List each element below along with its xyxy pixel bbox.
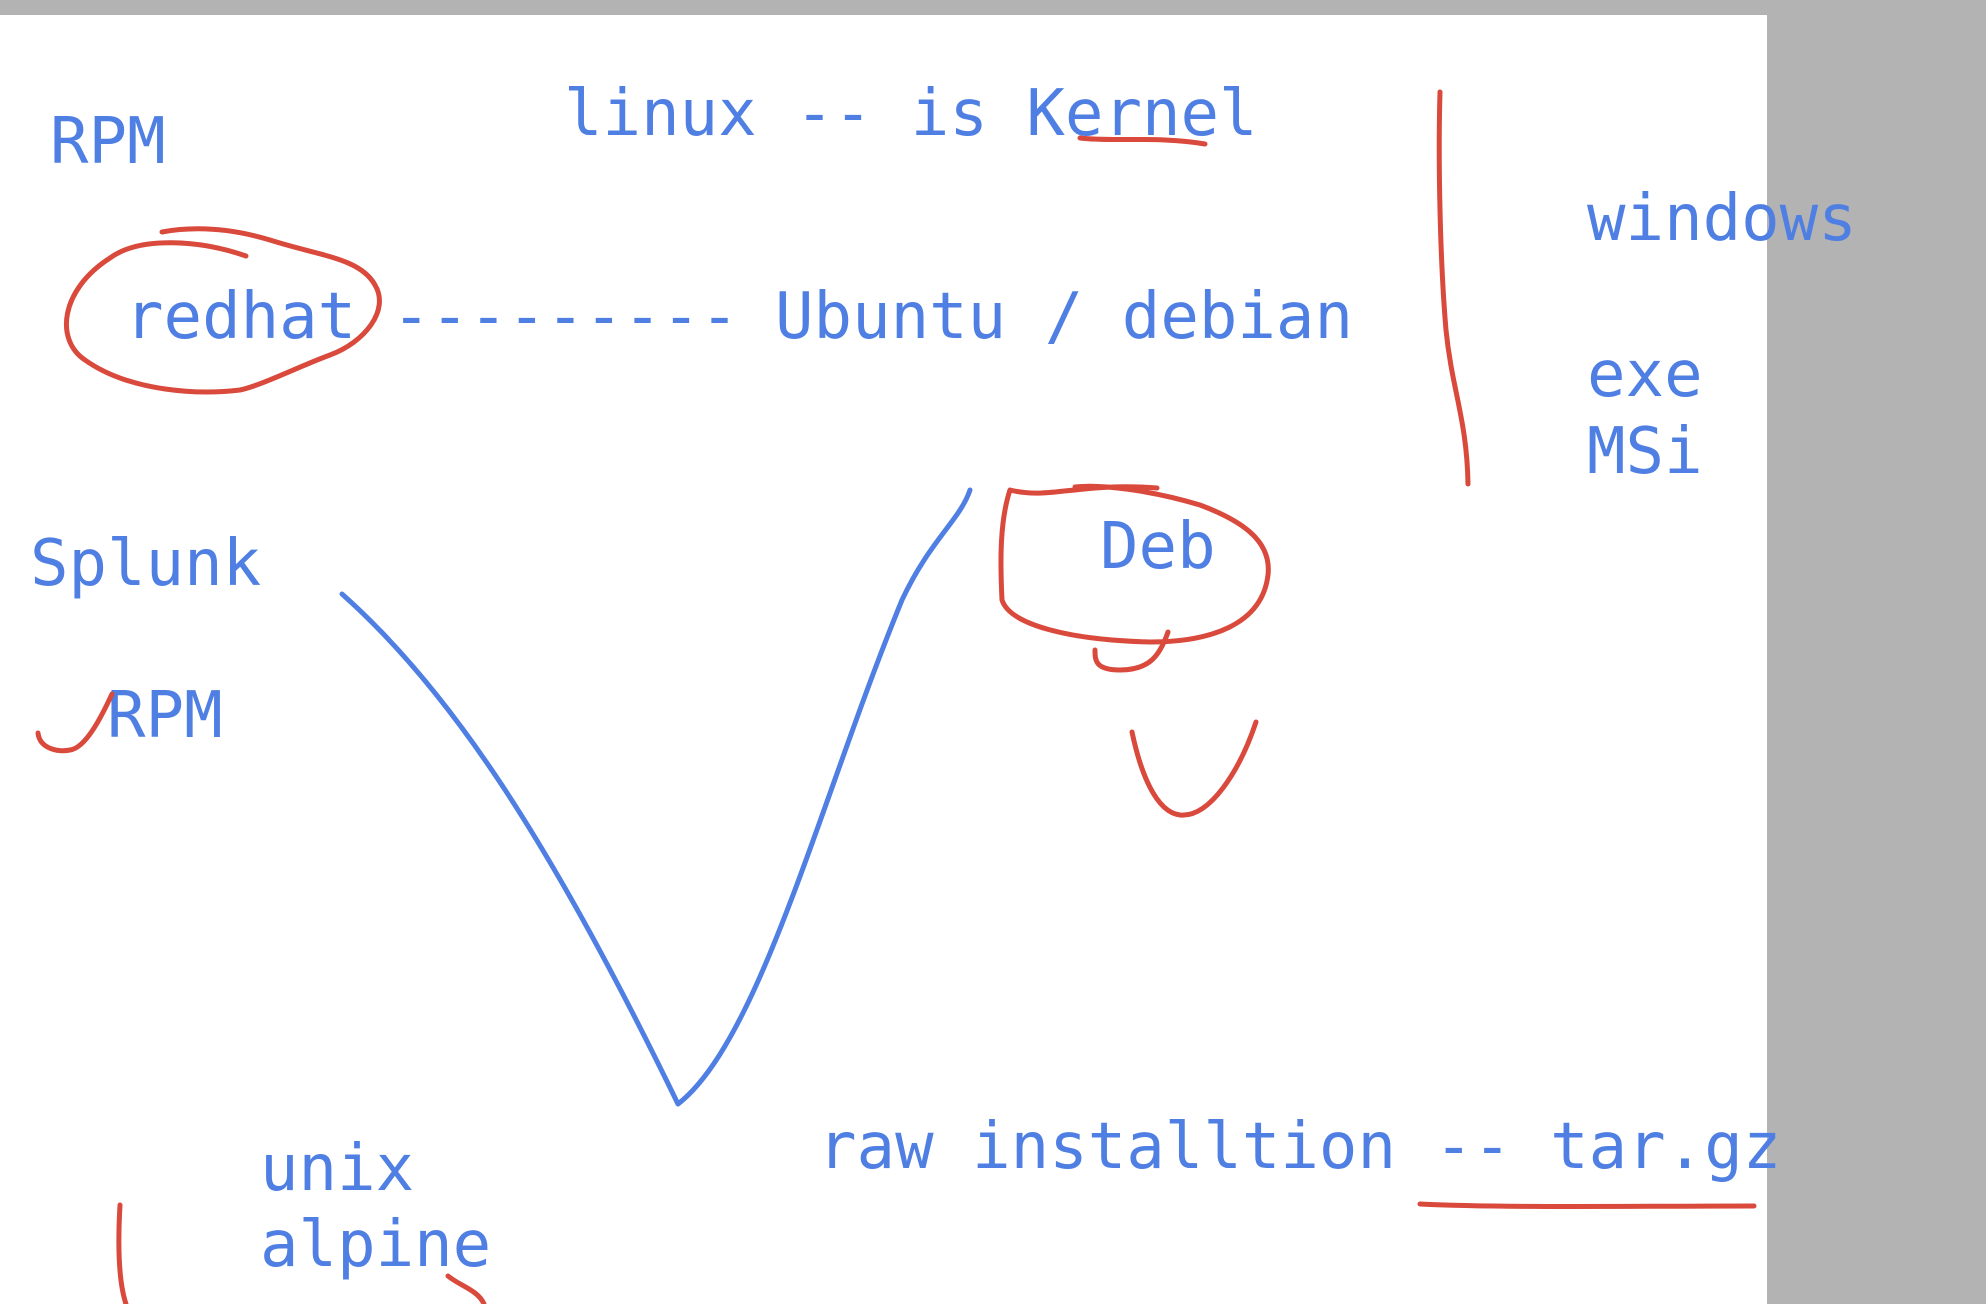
note-rpm-top: RPM	[50, 105, 166, 179]
note-unix: unix	[260, 1132, 415, 1206]
note-splunk: Splunk	[30, 527, 262, 601]
note-kernel: linux -- is Kernel	[564, 77, 1258, 151]
note-ubuntu-debian: Ubuntu / debian	[775, 280, 1353, 354]
note-raw-installation: raw installtion -- tar.gz	[818, 1110, 1782, 1184]
note-dashes: ---------	[392, 280, 739, 354]
note-deb: Deb	[1100, 510, 1216, 584]
note-redhat: redhat	[125, 280, 357, 354]
top-margin-bar	[0, 0, 1986, 15]
note-exe: exe	[1587, 338, 1703, 412]
note-rpm-bottom: RPM	[107, 679, 223, 753]
note-alpine: alpine	[260, 1208, 492, 1282]
note-windows: windows	[1587, 182, 1857, 256]
note-msi: MSi	[1587, 415, 1703, 489]
